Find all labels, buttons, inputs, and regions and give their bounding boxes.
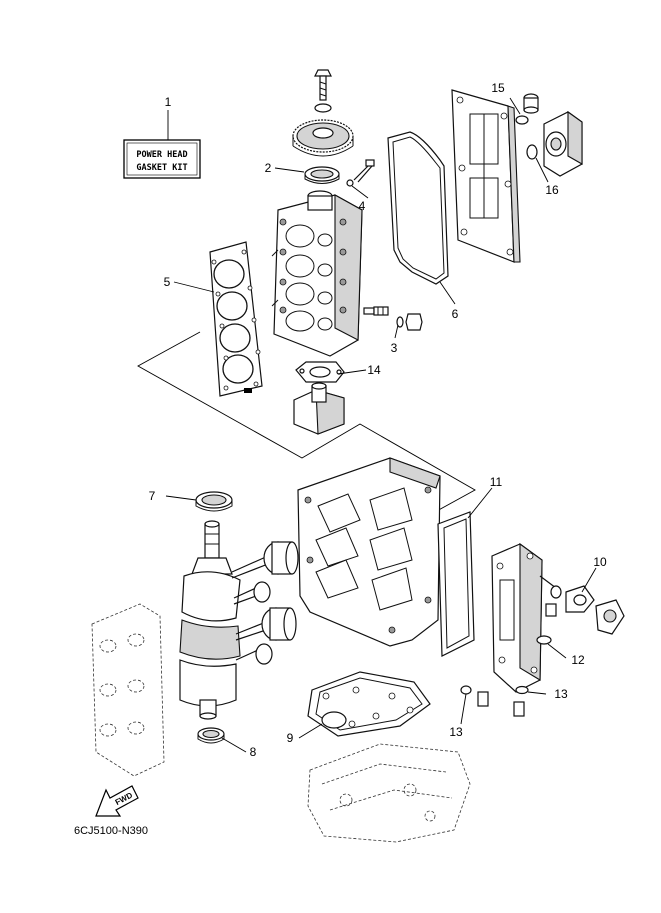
gasket-kit-label: POWER HEAD GASKET KIT — [123, 139, 201, 179]
diagram-code: 6CJ5100-N390 — [74, 825, 148, 837]
cam-pulley-assembly — [292, 69, 354, 157]
side-cover — [460, 542, 562, 717]
sensor-3 — [363, 306, 423, 331]
pump-body — [543, 110, 583, 177]
crankcase-half-phantom — [91, 603, 165, 777]
exhaust-cover — [451, 89, 521, 263]
thermostat-cover — [595, 599, 625, 635]
gasket-14 — [295, 361, 345, 383]
callout-11: 11 — [490, 475, 503, 489]
callout-13-right: 13 — [554, 687, 568, 701]
gasket-11 — [437, 511, 475, 657]
callout-numbers: 1 2 3 4 5 6 7 8 9 10 11 12 13 13 14 15 1… — [149, 81, 607, 759]
callout-16: 16 — [545, 183, 559, 197]
kit-label-line2: GASKET KIT — [136, 163, 187, 173]
oil-seal-8 — [197, 727, 225, 744]
oil-seal-2 — [304, 166, 340, 184]
cover-gasket-6 — [387, 131, 449, 285]
callout-5: 5 — [164, 275, 171, 289]
callout-13-left: 13 — [449, 725, 463, 739]
cylinder-head — [271, 190, 363, 357]
callout-12: 12 — [571, 653, 585, 667]
callout-8: 8 — [250, 745, 257, 759]
callout-1: 1 — [165, 95, 172, 109]
leader-lines — [165, 97, 597, 753]
callout-3: 3 — [391, 341, 398, 355]
callout-7: 7 — [149, 489, 156, 503]
gasket-10 — [565, 585, 595, 613]
oil-seal-7 — [195, 491, 233, 512]
callout-9: 9 — [287, 731, 294, 745]
callout-2: 2 — [265, 161, 272, 175]
crankcase-phantom — [307, 743, 471, 843]
bolt-4 — [346, 159, 375, 187]
thermostat-housing — [293, 382, 345, 435]
callout-10: 10 — [593, 555, 607, 569]
pistons — [231, 541, 299, 665]
callout-15: 15 — [491, 81, 505, 95]
callout-4: 4 — [359, 199, 366, 213]
fwd-arrow-icon: FWD — [95, 785, 139, 817]
plug-15 — [515, 93, 539, 125]
base-gasket-9 — [307, 671, 431, 737]
callout-6: 6 — [452, 307, 459, 321]
o-ring-16 — [526, 144, 538, 160]
assembly-outline — [137, 331, 476, 513]
cylinder-block — [297, 457, 441, 647]
callout-14: 14 — [367, 363, 381, 377]
kit-label-line1: POWER HEAD — [136, 150, 187, 160]
crankshaft — [179, 520, 241, 720]
head-gasket-5 — [209, 241, 263, 397]
